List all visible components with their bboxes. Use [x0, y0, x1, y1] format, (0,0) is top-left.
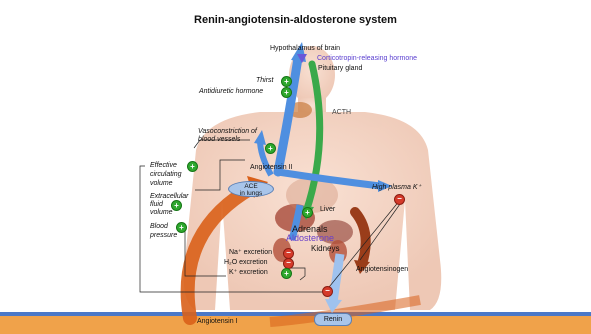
- label-ecf-2: fluid: [150, 201, 163, 209]
- label-hypothalamus: Hypothalamus of brain: [270, 45, 340, 53]
- plus-badge-bp: +: [176, 222, 187, 233]
- plus-badge-effective: +: [187, 161, 198, 172]
- plus-badge-adh: +: [281, 87, 292, 98]
- label-vasoconstriction-2: blood vessels: [198, 136, 240, 144]
- label-liver: Liver: [320, 206, 335, 214]
- label-h2o-excretion: H₂O excretion: [224, 259, 268, 267]
- label-kidneys: Kidneys: [311, 244, 339, 253]
- plus-badge-thirst: +: [281, 76, 292, 87]
- ace-in-lungs-badge: ACE in lungs: [228, 181, 274, 197]
- label-aldosterone: Aldosterone: [286, 233, 334, 243]
- label-adh: Antidiuretic hormone: [199, 88, 263, 96]
- diagram-title: Renin-angiotensin-aldosterone system: [0, 14, 591, 26]
- plus-badge-vasoconstriction: +: [265, 143, 276, 154]
- label-k-excretion: K⁺ excretion: [229, 269, 268, 277]
- renin-badge: Renin: [314, 313, 352, 326]
- ace-label: ACE: [244, 183, 257, 190]
- label-pituitary: Pituitary gland: [318, 65, 362, 73]
- label-effective-1: Effective: [150, 162, 177, 170]
- label-bp-2: pressure: [150, 232, 177, 240]
- label-angiotensin-ii: Angiotensin II: [250, 164, 292, 172]
- label-ecf-1: Extracellular: [150, 193, 189, 201]
- label-na-excretion: Na⁺ excretion: [229, 249, 272, 257]
- label-vasoconstriction-1: Vasoconstriction of: [198, 128, 257, 136]
- label-effective-2: circulating: [150, 171, 182, 179]
- label-effective-3: volume: [150, 180, 173, 188]
- plus-badge-k: +: [281, 268, 292, 279]
- plus-badge-liver: +: [302, 207, 313, 218]
- label-angiotensinogen: Angiotensinogen: [356, 266, 408, 274]
- minus-badge-renin-feedback: −: [322, 286, 333, 297]
- label-high-plasma-k: High plasma K⁺: [372, 184, 421, 192]
- label-angiotensin-i: Angiotensin I: [197, 318, 237, 326]
- label-acth: ACTH: [332, 109, 351, 117]
- label-crh: Corticotropin-releasing hormone: [317, 55, 417, 63]
- label-ecf-3: volume: [150, 209, 173, 217]
- label-bp-1: Blood: [150, 223, 168, 231]
- ace-lungs-label: in lungs: [240, 190, 262, 197]
- minus-badge-high-k: −: [394, 194, 405, 205]
- label-thirst: Thirst: [256, 77, 274, 85]
